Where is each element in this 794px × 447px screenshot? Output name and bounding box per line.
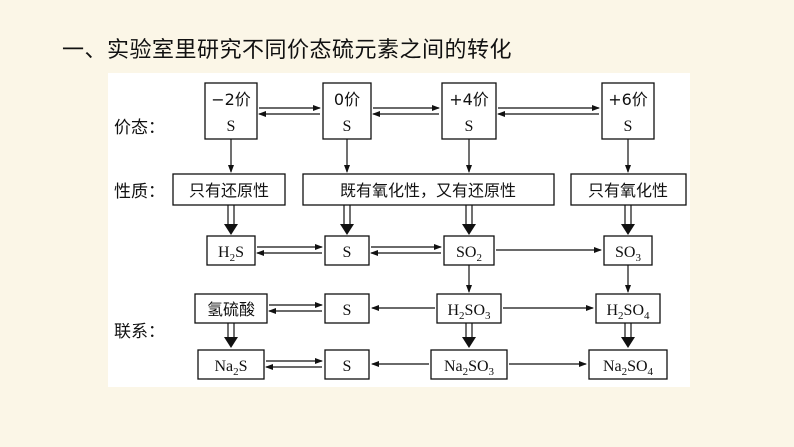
label-property: 性质： xyxy=(114,182,165,202)
valence-element: S xyxy=(624,118,633,135)
svg-text:氢硫酸: 氢硫酸 xyxy=(207,300,255,319)
label-valence: 价态： xyxy=(114,118,165,138)
valence-element: S xyxy=(227,118,236,135)
node-h2s: H2S xyxy=(206,235,256,266)
node-h2so3: H2SO3 xyxy=(436,293,502,324)
property-box-both: 既有氧化性，又有还原性 xyxy=(302,173,555,206)
node-s: S xyxy=(324,349,370,380)
valence-value: −2价 xyxy=(211,90,251,109)
double-down-arrow xyxy=(621,205,635,235)
equilibrium-arrow xyxy=(265,358,323,370)
property-box-reducing: 只有还原性 xyxy=(172,173,286,206)
valence-box-plus6: +6价 S xyxy=(601,82,655,140)
equilibrium-arrow xyxy=(256,244,323,256)
valence-box-plus4: +4价 S xyxy=(441,82,497,140)
page-title: 一、实验室里研究不同价态硫元素之间的转化 xyxy=(62,38,513,63)
double-down-arrow xyxy=(224,323,238,348)
svg-text:Na2S: Na2S xyxy=(214,358,247,378)
valence-value: +4价 xyxy=(449,90,489,109)
node-s: S xyxy=(324,235,370,266)
svg-text:S: S xyxy=(343,358,352,375)
svg-text:SO3: SO3 xyxy=(615,244,641,264)
equilibrium-arrow xyxy=(372,105,440,117)
node-s: S xyxy=(324,293,370,324)
valence-value: +6价 xyxy=(608,90,648,109)
double-down-arrow xyxy=(462,205,476,235)
valence-box-0: 0价 S xyxy=(322,82,372,140)
node-na2so4: Na2SO4 xyxy=(588,349,668,380)
property-text: 只有还原性 xyxy=(189,181,269,200)
conversion-diagram: 价态： 性质： 联系： −2价 S 0价 S +4价 S +6价 S xyxy=(108,73,690,387)
node-hydrosulfuric-acid: 氢硫酸 xyxy=(194,293,268,324)
valence-value: 0价 xyxy=(334,90,360,109)
double-down-arrow xyxy=(224,205,238,235)
double-down-arrow xyxy=(340,205,354,235)
node-so2: SO2 xyxy=(443,235,495,266)
equilibrium-arrow xyxy=(258,105,321,117)
equilibrium-arrow xyxy=(268,302,323,314)
double-down-arrow xyxy=(462,323,476,348)
node-h2so4: H2SO4 xyxy=(595,293,661,324)
svg-text:H2SO3: H2SO3 xyxy=(447,302,491,322)
valence-element: S xyxy=(343,118,352,135)
label-relation: 联系： xyxy=(114,322,165,342)
property-box-oxidizing: 只有氧化性 xyxy=(570,173,687,206)
svg-text:S: S xyxy=(343,244,352,261)
equilibrium-arrow xyxy=(497,105,600,117)
svg-text:H2SO4: H2SO4 xyxy=(606,302,650,322)
property-text: 只有氧化性 xyxy=(588,181,668,200)
node-so3: SO3 xyxy=(603,235,653,266)
node-na2so3: Na2SO3 xyxy=(430,349,508,380)
double-down-arrow xyxy=(621,323,635,348)
equilibrium-arrow xyxy=(370,244,442,256)
valence-element: S xyxy=(465,118,474,135)
svg-text:H2S: H2S xyxy=(218,244,244,264)
property-text: 既有氧化性，又有还原性 xyxy=(340,181,516,200)
svg-text:Na2SO4: Na2SO4 xyxy=(603,358,654,378)
node-na2s: Na2S xyxy=(197,349,265,380)
valence-box-minus2: −2价 S xyxy=(204,82,258,140)
svg-text:Na2SO3: Na2SO3 xyxy=(444,358,495,378)
svg-text:SO2: SO2 xyxy=(456,244,482,264)
svg-text:S: S xyxy=(343,302,352,319)
diagram-canvas: 价态： 性质： 联系： −2价 S 0价 S +4价 S +6价 S xyxy=(114,82,687,380)
